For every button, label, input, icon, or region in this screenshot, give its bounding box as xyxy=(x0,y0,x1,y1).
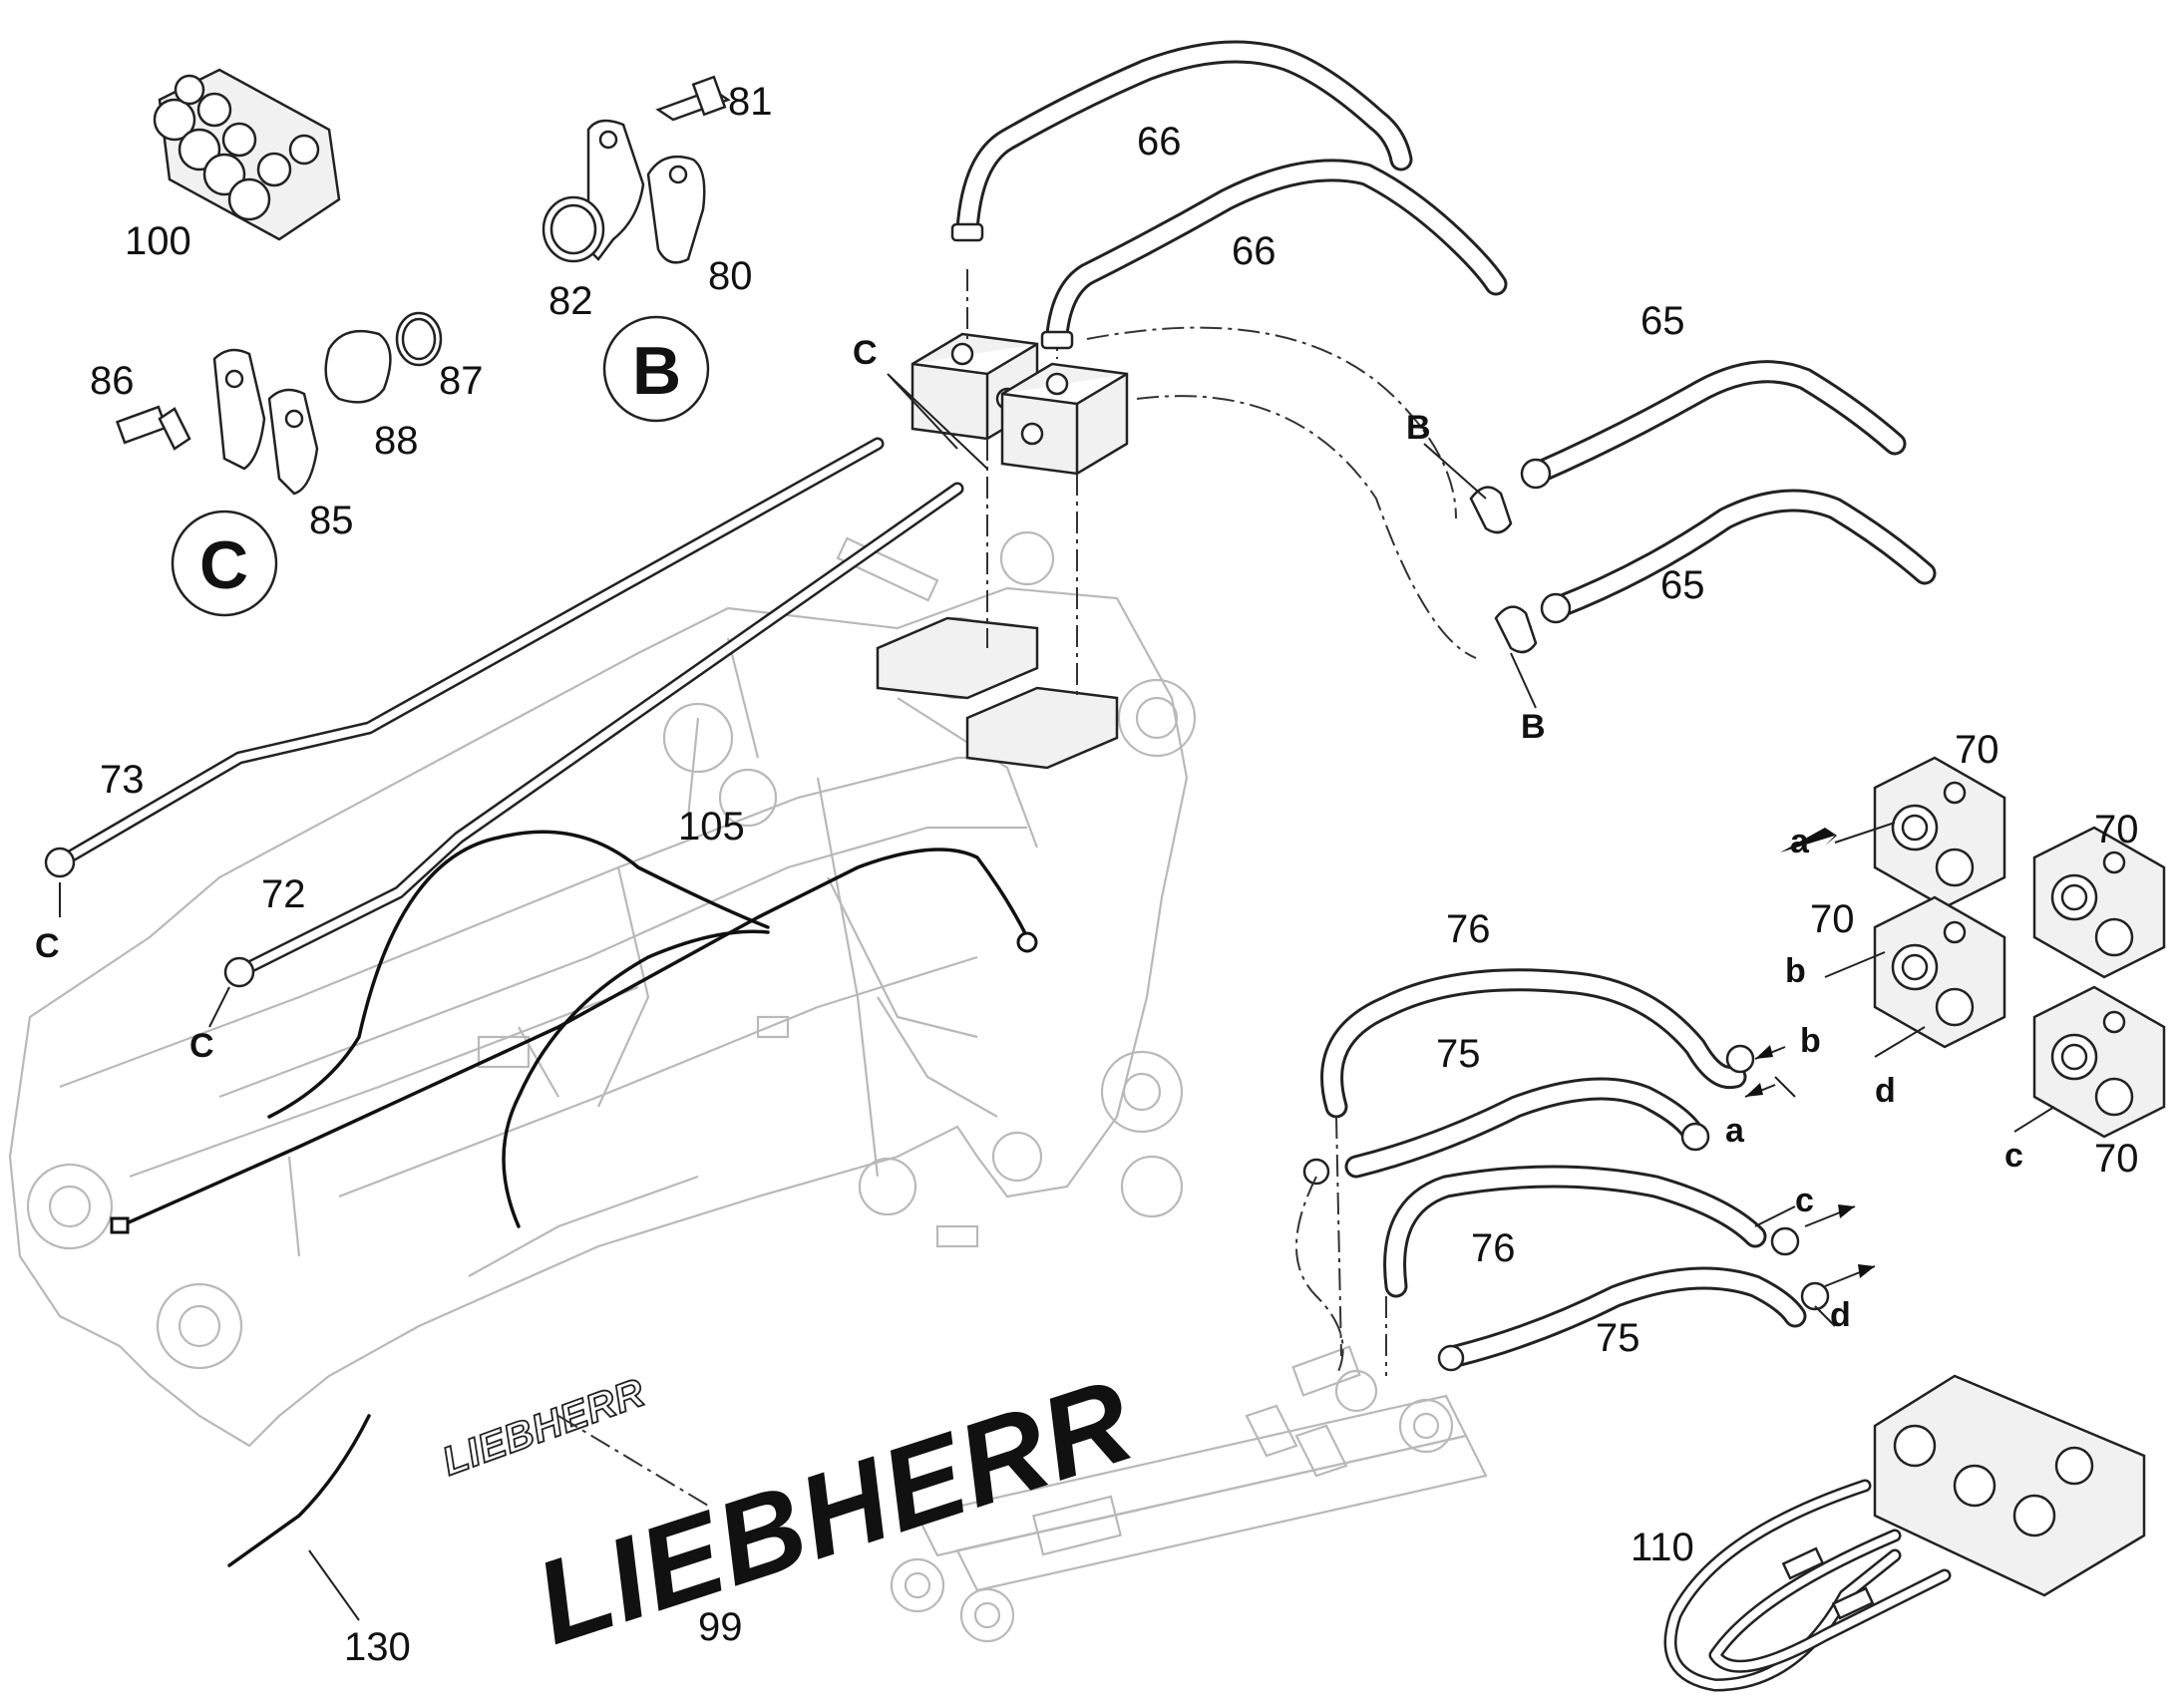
cable-harness-105 xyxy=(110,830,1038,1567)
callout-85: 85 xyxy=(309,499,354,542)
detail-b-flange-parts xyxy=(542,75,731,264)
section-c-pipe-72: C xyxy=(189,1027,214,1065)
callout-82: 82 xyxy=(548,279,593,323)
hoses-65 xyxy=(1086,326,1937,659)
callout-65-lower: 65 xyxy=(1660,563,1705,607)
callout-75-upper: 75 xyxy=(1436,1032,1481,1076)
part-110-hose-set xyxy=(1663,1374,2146,1692)
callout-65-upper: 65 xyxy=(1640,299,1685,343)
callout-72: 72 xyxy=(261,872,306,916)
port-c-valve: c xyxy=(2004,1137,2023,1175)
port-c-hose: c xyxy=(1795,1182,1814,1219)
detail-c-label: C xyxy=(199,527,248,603)
section-b-top: B xyxy=(1406,409,1431,447)
port-b-valve: b xyxy=(1785,952,1806,990)
callout-88: 88 xyxy=(374,419,419,463)
callout-100: 100 xyxy=(125,219,191,263)
port-a-valve: a xyxy=(1790,823,1810,860)
callout-75-lower: 75 xyxy=(1596,1316,1640,1360)
detail-b-marker xyxy=(602,315,710,423)
callout-66-upper: 66 xyxy=(1137,120,1182,164)
callout-70-right: 70 xyxy=(2094,808,2139,852)
callout-70-top: 70 xyxy=(1955,728,1999,772)
callout-87: 87 xyxy=(439,359,484,403)
callout-81: 81 xyxy=(728,80,773,124)
section-c-pipe-73: C xyxy=(35,927,60,965)
callout-70-mid: 70 xyxy=(1810,897,1855,941)
part-callouts: 66 66 65 65 81 82 80 100 86 87 88 85 73 … xyxy=(90,80,2139,1669)
callout-76-upper: 76 xyxy=(1446,907,1491,951)
callout-130: 130 xyxy=(344,1625,411,1669)
port-d-valve: d xyxy=(1875,1072,1896,1110)
callout-99: 99 xyxy=(698,1605,743,1649)
callout-110: 110 xyxy=(1631,1526,1694,1569)
callout-76-lower: 76 xyxy=(1471,1226,1516,1270)
callout-66-lower: 66 xyxy=(1232,229,1276,273)
port-d-hose: d xyxy=(1830,1296,1851,1334)
section-c-top: C xyxy=(853,334,878,372)
callout-86: 86 xyxy=(90,359,135,403)
section-b-bottom: B xyxy=(1521,708,1546,746)
detail-b-label: B xyxy=(632,333,681,409)
boom-lettering: LIEBHERR xyxy=(437,1370,651,1484)
callout-73: 73 xyxy=(100,758,145,802)
detail-c-flange-parts xyxy=(115,311,443,496)
port-arrows xyxy=(1744,828,1876,1287)
distribution-blocks xyxy=(876,269,1129,770)
boom-cylinders xyxy=(890,1345,1488,1643)
port-b-hose: b xyxy=(1800,1022,1821,1060)
letter-callouts: B C C C C B B a a b b c c d d xyxy=(35,333,2023,1334)
detail-c-marker xyxy=(171,510,278,617)
boom-body xyxy=(8,530,1197,1448)
callout-105: 105 xyxy=(678,805,745,849)
callout-80: 80 xyxy=(708,254,753,298)
pipes-73-72 xyxy=(44,437,964,988)
callout-70-bottom: 70 xyxy=(2094,1137,2139,1181)
part-100-quick-coupler xyxy=(153,68,341,241)
hoses-76-75 xyxy=(1295,968,1830,1377)
port-a-hose: a xyxy=(1725,1112,1745,1150)
leader-lines xyxy=(59,373,2055,1621)
hoses-66 xyxy=(950,40,1508,350)
valves-70 xyxy=(1873,756,2166,1139)
